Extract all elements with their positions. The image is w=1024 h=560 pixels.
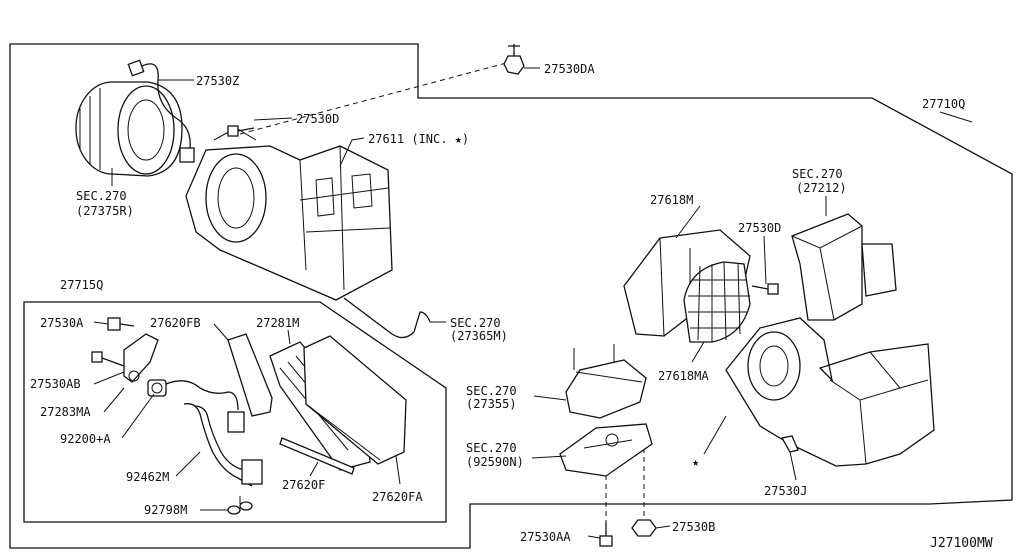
- sensor-92200a-illustration: [147, 379, 245, 433]
- callout-sec270-27355-line1: SEC.270: [466, 384, 517, 398]
- subassembly-frame-outline: [23, 301, 447, 523]
- callout-27530z: 27530Z: [196, 74, 239, 88]
- intake-housing-illustration: [185, 127, 393, 301]
- mesh-27618ma-illustration: [683, 261, 751, 343]
- callout-27620f: 27620F: [282, 478, 325, 492]
- blower-motor-illustration: [75, 81, 183, 177]
- callout-27530d-mid: 27530D: [738, 221, 781, 235]
- callout-sec270-92590n-line1: SEC.270: [466, 441, 517, 455]
- cable-27365m-illustration: [343, 297, 431, 339]
- clip-27530j-illustration: [780, 435, 799, 453]
- callout-27611: 27611 (INC. ★): [368, 132, 469, 146]
- callout-27530ab: 27530AB: [30, 377, 81, 391]
- hose-92462m-illustration: [183, 403, 263, 487]
- blower-wire-harness-illustration: [127, 59, 195, 163]
- callout-27530d-top: 27530D: [296, 112, 339, 126]
- callout-92462m: 92462M: [126, 470, 169, 484]
- callout-sec270-27375r-line1: SEC.270: [76, 189, 127, 203]
- seal-27620fb-illustration: [227, 333, 273, 417]
- duct-27212-illustration: [791, 213, 897, 321]
- bolt-27530da-illustration: [503, 44, 525, 75]
- callout-star-marker: ★: [692, 455, 699, 469]
- main-frame-outline: [9, 43, 1013, 549]
- screw-27530ab-illustration: [91, 351, 125, 367]
- filter-27620fa-illustration: [303, 335, 407, 465]
- screw-27530a-illustration: [107, 317, 135, 331]
- bolt-guide-line: [239, 61, 511, 135]
- blower-case-illustration: [725, 317, 935, 467]
- callout-sec270-92590n-line2: (92590N): [466, 455, 524, 469]
- callout-sec270-27375r-line2: (27375R): [76, 204, 134, 218]
- callout-27530aa: 27530AA: [520, 530, 571, 544]
- callout-92798m: 92798M: [144, 503, 187, 517]
- callout-27618ma: 27618MA: [658, 369, 709, 383]
- callout-sec270-27212-line2: (27212): [796, 181, 847, 195]
- callout-27530da: 27530DA: [544, 62, 595, 76]
- bracket-92590n-illustration: [559, 423, 653, 477]
- seal-27620f-illustration: [279, 437, 355, 475]
- callout-27715q: 27715Q: [60, 278, 103, 292]
- callout-27283ma: 27283MA: [40, 405, 91, 419]
- callout-27620fb: 27620FB: [150, 316, 201, 330]
- callout-sec270-27365m-line1: SEC.270: [450, 316, 501, 330]
- callout-27618m: 27618M: [650, 193, 693, 207]
- callout-92200a: 92200+A: [60, 432, 111, 446]
- callout-sec270-27212-line1: SEC.270: [792, 167, 843, 181]
- bracket-27355-illustration: [565, 344, 647, 419]
- callout-27530a: 27530A: [40, 316, 84, 330]
- callout-27620fa: 27620FA: [372, 490, 423, 504]
- callout-sec270-27355-line2: (27355): [466, 397, 517, 411]
- sensor-bracket-27283ma-illustration: [123, 333, 159, 383]
- screw-27530aa-illustration: [599, 522, 613, 547]
- clip-92798m-illustration: [227, 496, 253, 515]
- callout-27281m: 27281M: [256, 316, 299, 330]
- nut-27530b-illustration: [631, 519, 657, 537]
- callout-27530b: 27530B: [672, 520, 715, 534]
- leader-lines: [93, 67, 973, 539]
- callout-sec270-27365m-line2: (27365M): [450, 329, 508, 343]
- diagram-id: J27100MW: [930, 536, 993, 551]
- bolt-27530d-top-illustration: [227, 125, 255, 137]
- bolt-27530d-mid-illustration: [751, 283, 779, 295]
- callout-27530j: 27530J: [764, 484, 807, 498]
- callout-27710q: 27710Q: [922, 97, 965, 111]
